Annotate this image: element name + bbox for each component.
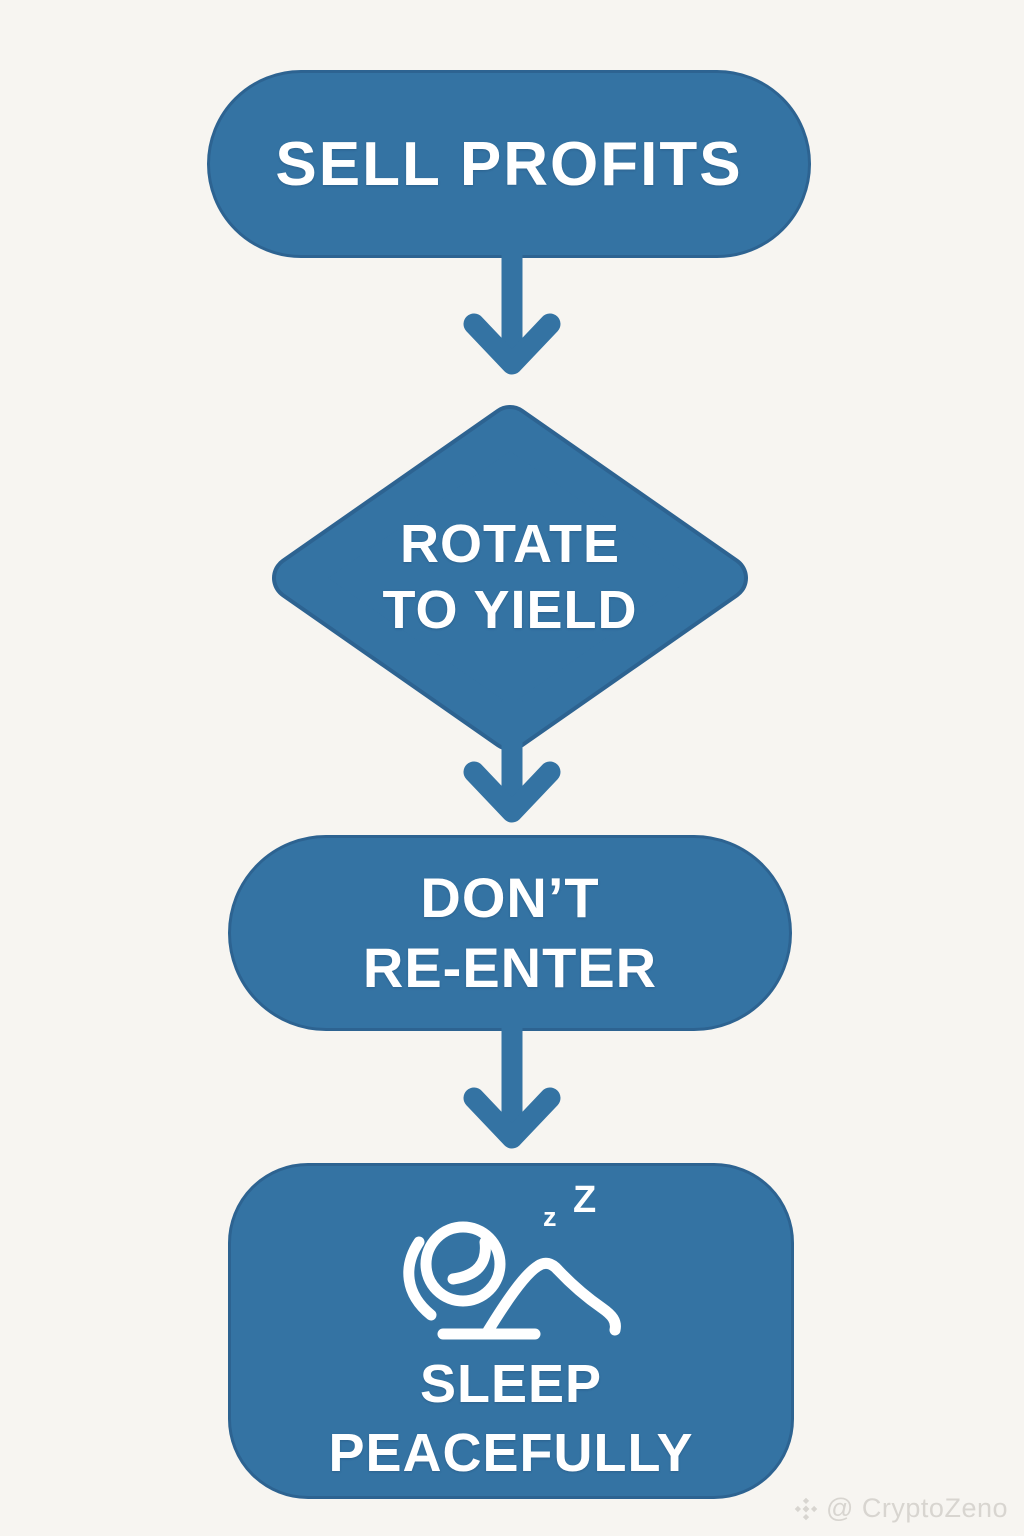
node-sell-profits-label: SELL PROFITS: [275, 129, 743, 199]
down-arrow-icon: [463, 700, 561, 823]
dont-line: DON’T: [420, 866, 600, 929]
down-arrow-icon: [463, 252, 561, 375]
to-yield-line: TO YIELD: [382, 580, 638, 640]
node-sell-profits: SELL PROFITS: [207, 70, 811, 258]
zzz-small-glyph: z: [543, 1202, 558, 1232]
sleep-line: SLEEP: [419, 1354, 603, 1414]
zzz-large-glyph: Z: [573, 1182, 597, 1221]
sleeping-person-icon: z Z: [403, 1182, 621, 1340]
watermark: @ CryptoZeno: [793, 1493, 1008, 1524]
down-arrow-icon: [463, 1026, 561, 1149]
re-enter-line: RE-ENTER: [362, 936, 658, 999]
rotate-line: ROTATE: [400, 514, 620, 575]
peacefully-line: PEACEFULLY: [328, 1423, 694, 1484]
watermark-handle: @ CryptoZeno: [826, 1493, 1008, 1523]
binance-diamond-logo-icon: [794, 1497, 818, 1520]
node-sleep-peacefully: z Z SLEEP PEACEFULLY: [228, 1163, 794, 1499]
node-rotate-to-yield-label: ROTATE TO YIELD: [265, 398, 755, 758]
node-dont-reenter: DON’T RE-ENTER: [228, 835, 792, 1031]
